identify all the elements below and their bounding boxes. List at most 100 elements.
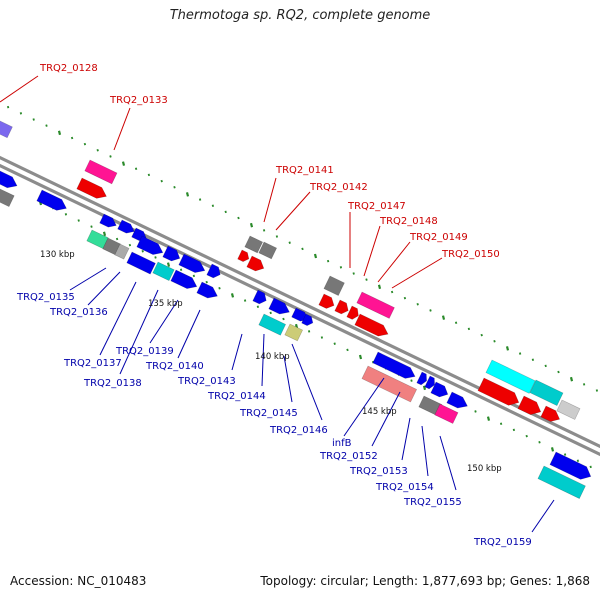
gene-feature[interactable] xyxy=(152,261,175,282)
tick-mark xyxy=(185,192,190,197)
gene-feature[interactable] xyxy=(117,219,137,236)
tick-mark xyxy=(563,453,567,456)
gene-feature[interactable] xyxy=(114,243,130,260)
forward-gene-label[interactable]: TRQ2_0148 xyxy=(379,216,438,227)
leader-line xyxy=(177,309,201,359)
tick-mark xyxy=(211,204,215,207)
gene-feature[interactable] xyxy=(434,403,459,424)
gene-feature[interactable] xyxy=(537,465,586,499)
tick-mark xyxy=(128,243,132,247)
forward-gene-label[interactable]: TRQ2_0128 xyxy=(39,63,98,74)
tick-mark xyxy=(525,434,528,438)
reverse-gene-label[interactable]: TRQ2_0159 xyxy=(473,537,532,548)
reverse-gene-label[interactable]: TRQ2_0146 xyxy=(269,425,328,436)
tick-mark xyxy=(134,167,138,171)
gene-feature[interactable] xyxy=(318,293,337,311)
gene-feature[interactable] xyxy=(540,405,562,425)
gene-feature[interactable] xyxy=(424,375,437,390)
gene-feature[interactable] xyxy=(301,313,315,327)
gene-feature[interactable] xyxy=(196,281,220,301)
reverse-gene-label[interactable]: TRQ2_0140 xyxy=(145,361,204,372)
gene-feature[interactable] xyxy=(323,275,345,296)
tick-mark xyxy=(19,112,23,115)
gene-feature[interactable] xyxy=(0,119,13,139)
tick-mark xyxy=(326,259,330,263)
tick-mark xyxy=(243,299,247,302)
tick-mark xyxy=(83,142,87,146)
tick-mark xyxy=(557,370,560,374)
gene-feature[interactable] xyxy=(446,391,470,411)
gene-feature[interactable] xyxy=(556,399,581,420)
gene-feature[interactable] xyxy=(237,249,251,263)
reverse-gene-label[interactable]: TRQ2_0144 xyxy=(207,391,266,402)
forward-gene-label[interactable]: TRQ2_0141 xyxy=(275,165,334,176)
gene-feature[interactable] xyxy=(477,377,522,409)
gene-feature[interactable] xyxy=(356,291,395,319)
reverse-gene-label[interactable]: TRQ2_0135 xyxy=(16,292,75,303)
gene-feature[interactable] xyxy=(416,371,429,386)
tick-mark xyxy=(422,385,427,391)
leader-line xyxy=(363,225,381,277)
leader-line xyxy=(263,177,277,223)
gene-feature[interactable] xyxy=(206,263,223,280)
gene-feature[interactable] xyxy=(549,451,594,483)
gene-feature[interactable] xyxy=(372,351,418,382)
leader-line xyxy=(343,377,385,437)
gene-feature[interactable] xyxy=(268,297,292,317)
gene-feature[interactable] xyxy=(334,299,351,316)
reverse-gene-label[interactable]: TRQ2_0153 xyxy=(349,466,408,477)
reverse-gene-label[interactable]: TRQ2_0155 xyxy=(403,497,462,508)
tick-mark xyxy=(179,268,183,272)
reverse-gene-label[interactable]: infB xyxy=(332,438,352,449)
gene-feature[interactable] xyxy=(76,177,109,202)
gene-feature[interactable] xyxy=(136,235,166,258)
gene-feature[interactable] xyxy=(430,381,451,400)
gene-feature[interactable] xyxy=(346,305,361,321)
tick-mark xyxy=(499,422,503,426)
reverse-gene-label[interactable]: TRQ2_0145 xyxy=(239,408,298,419)
tick-mark xyxy=(141,250,144,253)
forward-gene-label[interactable]: TRQ2_0150 xyxy=(441,249,500,260)
reverse-gene-label[interactable]: TRQ2_0138 xyxy=(83,378,142,389)
tick-mark xyxy=(70,136,74,140)
tick-mark xyxy=(512,428,516,432)
tick-mark xyxy=(486,416,491,421)
gene-feature[interactable] xyxy=(0,169,20,191)
reverse-gene-label[interactable]: TRQ2_0143 xyxy=(177,376,236,387)
gene-feature[interactable] xyxy=(361,365,418,403)
gene-feature[interactable] xyxy=(354,313,391,340)
leader-line xyxy=(291,343,323,421)
reverse-gene-label[interactable]: TRQ2_0137 xyxy=(63,358,122,369)
tick-mark xyxy=(307,330,311,333)
tick-mark xyxy=(352,272,355,275)
gene-feature[interactable] xyxy=(485,359,536,394)
leader-line xyxy=(87,271,121,306)
gene-feature[interactable] xyxy=(0,187,15,208)
gene-feature[interactable] xyxy=(517,395,544,418)
tick-mark xyxy=(410,379,413,382)
gene-features xyxy=(0,119,594,499)
reverse-gene-label[interactable]: TRQ2_0139 xyxy=(115,346,174,357)
ruler-label: 140 kbp xyxy=(255,352,290,362)
reverse-gene-label[interactable]: TRQ2_0152 xyxy=(319,451,378,462)
reverse-gene-label[interactable]: TRQ2_0136 xyxy=(49,307,108,318)
gene-feature[interactable] xyxy=(178,253,208,276)
gene-feature[interactable] xyxy=(246,255,267,274)
gene-feature[interactable] xyxy=(252,289,269,306)
forward-gene-label[interactable]: TRQ2_0142 xyxy=(309,182,368,193)
forward-gene-label[interactable]: TRQ2_0147 xyxy=(347,201,406,212)
reverse-gene-label[interactable]: TRQ2_0154 xyxy=(375,482,434,493)
forward-gene-label[interactable]: TRQ2_0133 xyxy=(109,95,168,106)
forward-gene-label[interactable]: TRQ2_0149 xyxy=(409,232,468,243)
gene-feature[interactable] xyxy=(258,241,278,260)
gene-feature[interactable] xyxy=(162,245,183,264)
gene-feature[interactable] xyxy=(36,189,69,214)
gene-feature[interactable] xyxy=(170,269,200,292)
gene-feature[interactable] xyxy=(258,313,287,336)
gene-feature[interactable] xyxy=(244,235,264,254)
gene-feature[interactable] xyxy=(99,213,119,230)
gene-feature[interactable] xyxy=(126,251,156,275)
gene-feature[interactable] xyxy=(84,159,118,185)
gene-feature[interactable] xyxy=(529,379,564,407)
gene-feature[interactable] xyxy=(284,323,304,342)
